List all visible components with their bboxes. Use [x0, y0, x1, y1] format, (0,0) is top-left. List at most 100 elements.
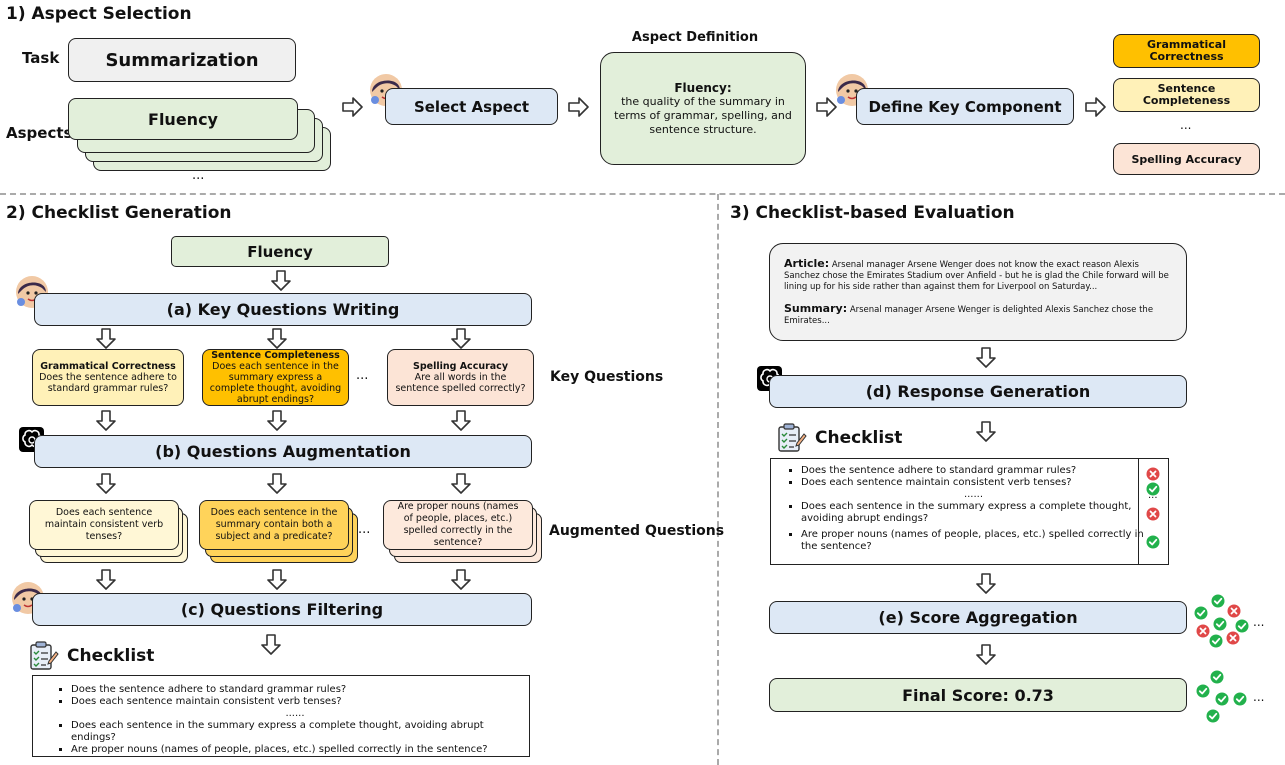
step-e-score-aggregation: (e) Score Aggregation	[769, 601, 1187, 634]
step-b-questions-augmentation: (b) Questions Augmentation	[34, 435, 532, 468]
augmented-questions-label: Augmented Questions	[549, 523, 725, 539]
aspect-definition-box: Fluency: the quality of the summary in t…	[600, 52, 806, 165]
arrow-right-4	[1085, 97, 1106, 117]
check-icon	[1194, 606, 1208, 620]
final-score-box: Final Score: 0.73	[769, 678, 1187, 712]
key-question-grammatical: Grammatical Correctness Does the sentenc…	[32, 349, 184, 406]
cross-icon	[1196, 624, 1210, 638]
check-icon	[1233, 692, 1247, 706]
article-block: Article: Arsenal manager Arsene Wenger d…	[784, 258, 1172, 293]
key-questions-ellipsis: ...	[356, 368, 369, 383]
arrow-right-1	[342, 97, 363, 117]
article-text: Arsenal manager Arsene Wenger does not k…	[784, 260, 1169, 292]
check-icon	[1206, 709, 1220, 723]
key-question-spelling: Spelling Accuracy Are all words in the s…	[387, 349, 534, 406]
evaluation-checklist-box: Does the sentence adhere to standard gra…	[770, 458, 1169, 565]
component-sentence-completeness: Sentence Completeness	[1113, 78, 1260, 112]
checklist-ellipsis: ......	[285, 708, 305, 719]
check-icon	[1146, 535, 1160, 549]
arrow-down	[271, 270, 291, 291]
cross-icon	[1146, 507, 1160, 521]
checklist-item: Are proper nouns (names of people, place…	[71, 744, 519, 756]
arrow-down	[451, 410, 471, 431]
arrow-down	[451, 473, 471, 494]
aspect-definition-title: Aspect Definition	[631, 30, 759, 45]
checklist-item: Does the sentence adhere to standard gra…	[801, 465, 1146, 477]
check-icon	[1209, 634, 1223, 648]
final-ellipsis: ...	[1253, 690, 1265, 704]
step-a-key-questions-writing: (a) Key Questions Writing	[34, 293, 532, 326]
arrow-down	[976, 421, 996, 442]
arrow-down	[267, 473, 287, 494]
checklist-item: Does each sentence in the summary expres…	[71, 720, 519, 744]
checklist-clipboard-icon	[778, 423, 807, 452]
arrow-down	[96, 328, 116, 349]
augmented-ellipsis: ...	[358, 522, 371, 537]
check-icon	[1196, 684, 1210, 698]
answer-ellipsis: ...	[1148, 490, 1158, 501]
aspects-label: Aspects	[6, 124, 73, 142]
checklist-clipboard-icon	[30, 641, 59, 670]
check-icon	[1211, 594, 1225, 608]
aspects-ellipsis: ...	[192, 168, 205, 183]
generated-checklist-box: Does the sentence adhere to standard gra…	[32, 675, 530, 757]
augmented-question-1: Does each sentence maintain consistent v…	[29, 500, 179, 550]
check-icon	[1215, 692, 1229, 706]
checklist-item: Are proper nouns (names of people, place…	[801, 529, 1146, 553]
checklist-title: Checklist	[67, 646, 155, 666]
summary-text: Arsenal manager Arsene Wenger is delight…	[784, 305, 1154, 326]
component-grammatical-correctness: Grammatical Correctness	[1113, 34, 1260, 68]
checklist-item: Does each sentence maintain consistent v…	[801, 477, 1146, 489]
cross-icon	[1227, 604, 1241, 618]
cross-icon	[1146, 467, 1160, 481]
section-title-checklist-evaluation: 3) Checklist-based Evaluation	[730, 203, 1015, 223]
arrow-down	[267, 410, 287, 431]
arrow-down	[976, 644, 996, 665]
components-ellipsis: ...	[1180, 118, 1192, 132]
checklist-item: Does each sentence in the summary expres…	[801, 501, 1146, 525]
section-title-aspect-selection: 1) Aspect Selection	[6, 4, 192, 24]
key-question-title: Spelling Accuracy	[412, 361, 509, 372]
key-question-title: Grammatical Correctness	[40, 361, 176, 372]
definition-term: Fluency:	[674, 80, 732, 95]
checklist-ellipsis: ......	[963, 489, 984, 500]
select-aspect-box: Select Aspect	[385, 88, 558, 125]
checklist-title: Checklist	[815, 428, 903, 448]
key-questions-label: Key Questions	[550, 369, 664, 385]
check-icon	[1213, 617, 1227, 631]
answer-column	[1138, 458, 1169, 565]
define-key-component-box: Define Key Component	[856, 88, 1074, 125]
aspect-card-fluency: Fluency	[68, 98, 298, 140]
divider-vertical	[717, 194, 719, 765]
article-label: Article:	[784, 257, 830, 270]
section-title-checklist-generation: 2) Checklist Generation	[6, 203, 232, 223]
arrow-down	[976, 573, 996, 594]
fluency-input-box: Fluency	[171, 236, 389, 267]
key-question-title: Sentence Completeness	[211, 350, 340, 361]
key-question-completeness: Sentence Completeness Does each sentence…	[202, 349, 349, 406]
definition-text: the quality of the summary in terms of g…	[614, 94, 792, 136]
arrow-down	[267, 569, 287, 590]
arrow-down	[96, 473, 116, 494]
key-question-text: Does each sentence in the summary expres…	[209, 361, 342, 405]
arrow-down	[451, 328, 471, 349]
arrow-down	[96, 569, 116, 590]
step-d-response-generation: (d) Response Generation	[769, 375, 1187, 408]
checklist-item: Does the sentence adhere to standard gra…	[71, 684, 519, 696]
arrow-down	[267, 328, 287, 349]
augmented-question-3: Are proper nouns (names of people, place…	[383, 500, 533, 550]
component-spelling-accuracy: Spelling Accuracy	[1113, 143, 1260, 175]
cross-icon	[1226, 631, 1240, 645]
check-icon	[1210, 670, 1224, 684]
arrow-right-3	[816, 97, 837, 117]
arrow-down	[261, 634, 281, 655]
key-question-text: Does the sentence adhere to standard gra…	[39, 372, 177, 394]
summary-label: Summary:	[784, 302, 848, 315]
task-label: Task	[22, 49, 60, 67]
checklist-item: Does each sentence maintain consistent v…	[71, 696, 519, 708]
article-summary-box: Article: Arsenal manager Arsene Wenger d…	[769, 243, 1187, 341]
augmented-question-2: Does each sentence in the summary contai…	[199, 500, 349, 550]
step-c-questions-filtering: (c) Questions Filtering	[32, 593, 532, 626]
key-question-text: Are all words in the sentence spelled co…	[395, 372, 526, 394]
arrow-down	[96, 410, 116, 431]
